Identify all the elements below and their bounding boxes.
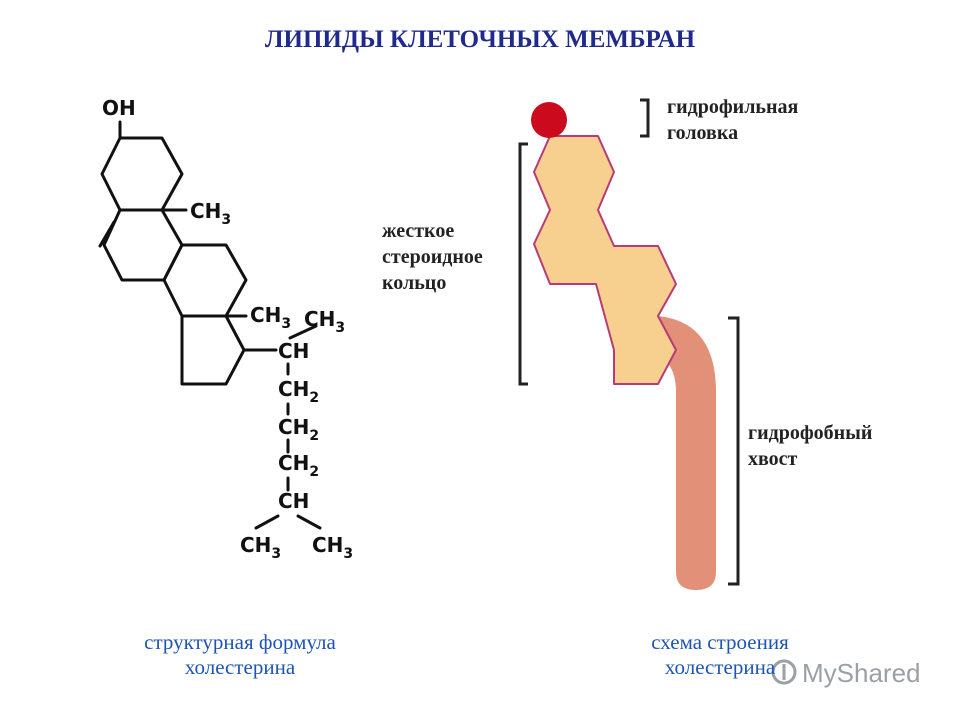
ring-label: жесткое стероидное кольцо (382, 220, 483, 294)
ch3-label-d: CH3 (240, 533, 281, 562)
ch2-label-2: CH2 (278, 415, 319, 444)
ch2-label-1: CH2 (278, 377, 319, 406)
side-chain-bond-8 (296, 514, 322, 530)
hydrophilic-head (531, 102, 567, 138)
watermark-text: MyShared (802, 658, 921, 688)
ch-label-1: CH (278, 339, 309, 363)
ch-label-2: CH (278, 489, 309, 513)
ring-c (162, 243, 248, 318)
hydrophobic-tail (658, 316, 716, 590)
watermark-logo-icon (771, 659, 797, 685)
cholesterol-schema (518, 98, 740, 590)
double-bond (98, 220, 116, 248)
watermark: MyShared (771, 658, 921, 688)
tail-label: гидрофобный хвост (748, 422, 873, 470)
formula-labels: OH CH3 CH3 CH3 CH CH2 CH2 CH2 CH CH3 CH3 (102, 96, 353, 562)
steroid-ring-block (533, 135, 677, 385)
head-bracket (640, 98, 650, 138)
side-chain-bond-2 (288, 324, 318, 340)
side-chain-bond-7 (254, 514, 280, 530)
ring-a (100, 136, 184, 212)
ring-d (180, 314, 246, 386)
page-title: ЛИПИДЫ КЛЕТОЧНЫХ МЕМБРАН (264, 26, 696, 53)
caption-structural-formula: структурная формула холестерина (144, 630, 336, 679)
ch3-label-e: CH3 (312, 533, 353, 562)
head-label: гидрофильная головка (667, 96, 799, 144)
ring-bracket (518, 142, 528, 386)
ch2-label-3: CH2 (278, 451, 319, 480)
ch3-label-b: CH3 (250, 303, 291, 332)
ch3-label-c: CH3 (304, 307, 345, 336)
ch3-label-a: CH3 (190, 199, 231, 228)
caption-schema: схема строения холестерина (651, 630, 789, 679)
oh-label: OH (102, 96, 136, 120)
cholesterol-formula (98, 120, 322, 530)
tail-bracket (728, 316, 740, 586)
